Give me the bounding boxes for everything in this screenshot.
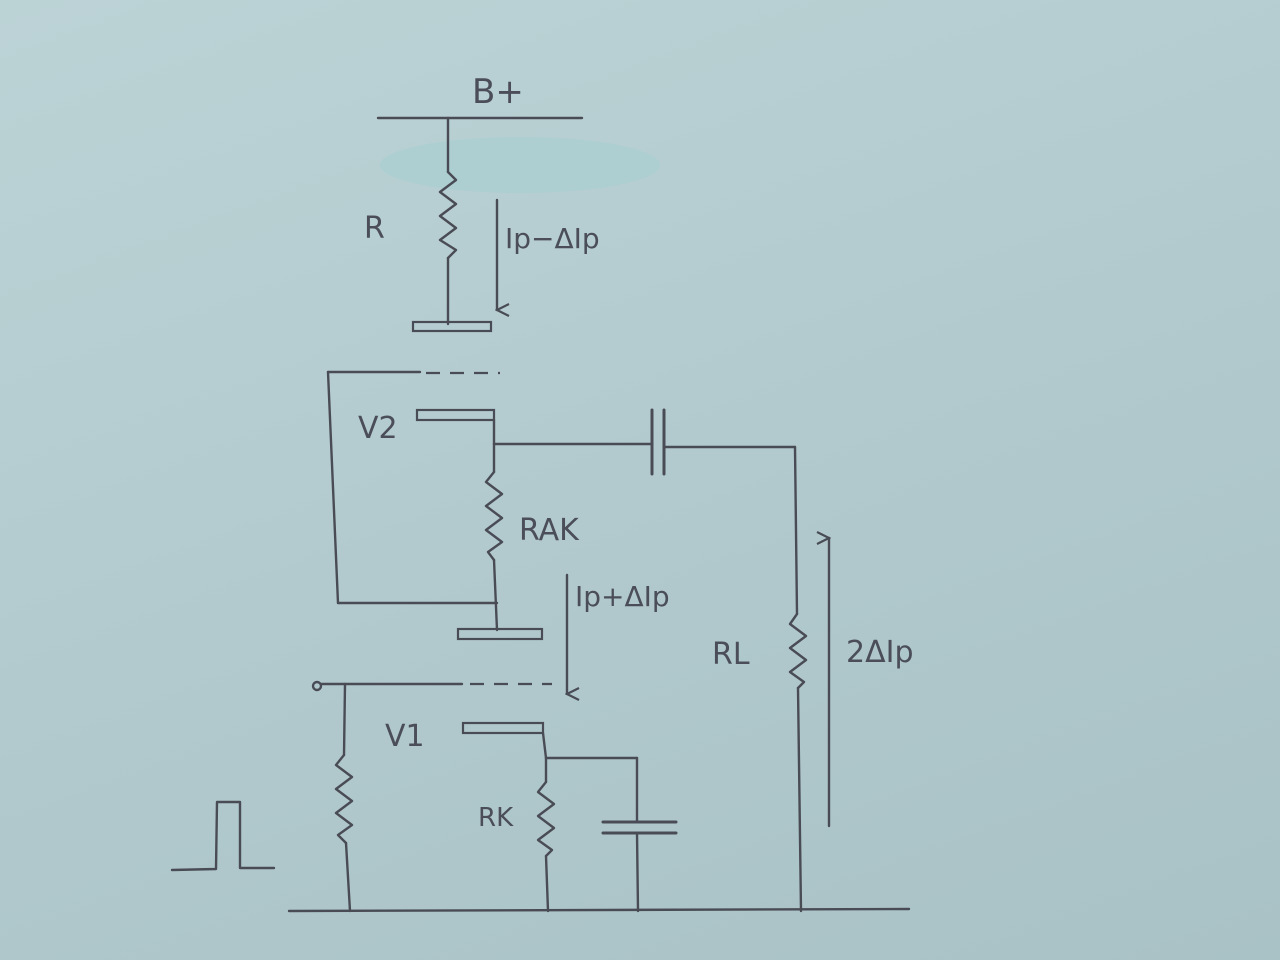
current-mid-label: Ip+ΔIp (575, 580, 670, 613)
resistor-rak (484, 470, 504, 562)
v1-cathode-lead (541, 731, 548, 760)
tube-v2-label: V2 (358, 411, 398, 446)
v1-plate (456, 627, 544, 641)
supply-label: B+ (472, 72, 524, 112)
current-top-label: Ip−ΔIp (505, 222, 600, 255)
v1-cathode (461, 721, 545, 735)
wire-load-top (793, 445, 799, 616)
paper-stain (380, 137, 660, 193)
current-load-label: 2ΔIp (846, 635, 914, 670)
v2-cathode (415, 408, 496, 422)
input-terminal (311, 680, 323, 692)
input-pulse-icon (170, 800, 276, 872)
resistor-rl (788, 612, 808, 690)
wire-rk-bottom (544, 854, 550, 913)
resistor-r-label: R (364, 211, 385, 246)
v2-grid-return (326, 370, 340, 605)
resistor-rk-label: RK (478, 803, 514, 833)
v2-plate (411, 320, 493, 333)
resistor-rk (536, 780, 556, 858)
wire-bypass-cap-bottom (635, 831, 640, 913)
ground-line (287, 907, 911, 913)
resistor-r (438, 170, 458, 260)
tube-v1-label: V1 (385, 719, 425, 754)
wire-grid-leak-top (342, 682, 347, 757)
resistor-grid-leak (334, 753, 354, 845)
wire-load-bottom (796, 686, 803, 913)
wire-grid-leak-bottom (344, 841, 352, 913)
resistor-rak-label: RAK (519, 513, 580, 548)
wire-rak-to-v1-plate (492, 558, 499, 632)
resistor-rl-label: RL (712, 637, 750, 672)
